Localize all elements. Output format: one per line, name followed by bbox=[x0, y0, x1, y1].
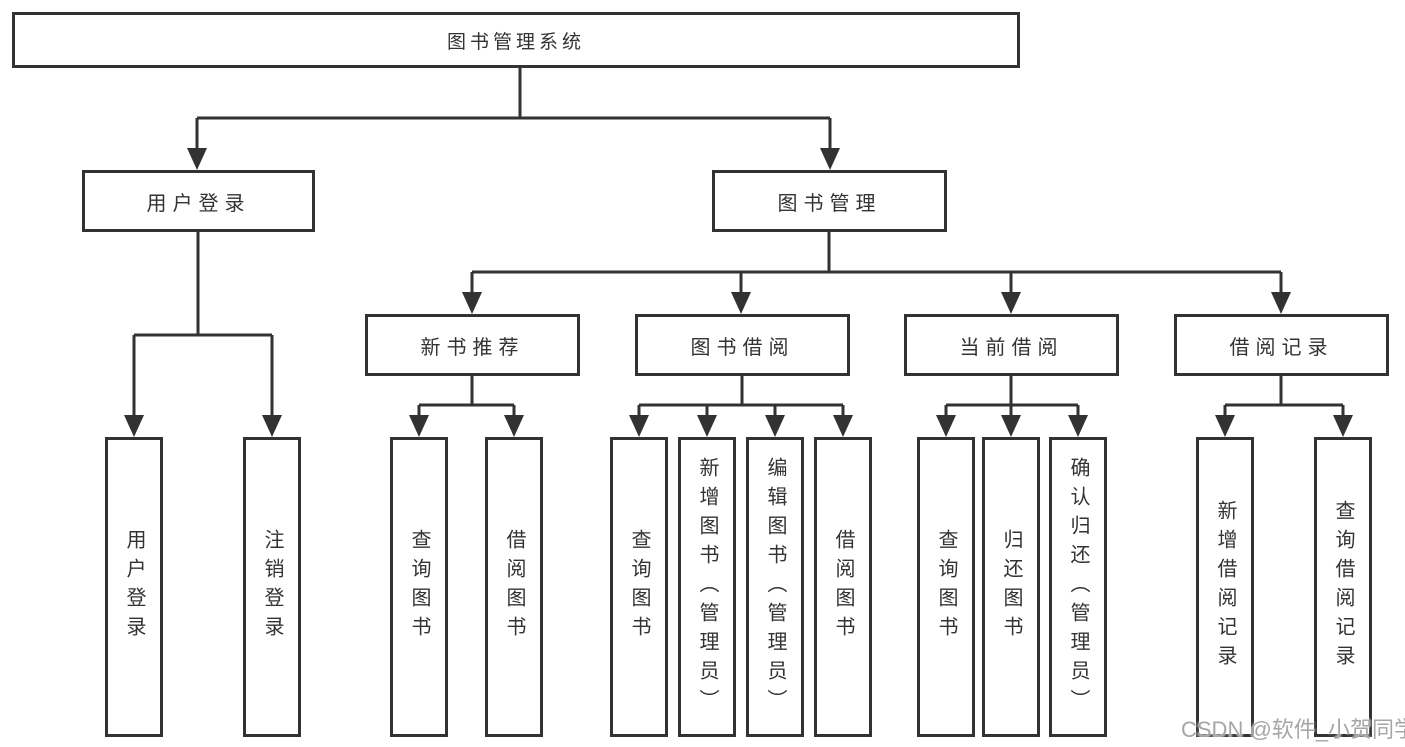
leaf-user-login: 用户登录 bbox=[105, 437, 163, 737]
node-current-borrowing: 当前借阅 bbox=[904, 314, 1119, 376]
watermark: CSDN @软件_小贺同学 bbox=[1181, 717, 1405, 742]
leaf-add-books-admin-label: 新增图书（管理员） bbox=[696, 456, 718, 718]
leaf-borrow-books-recommend-label: 借阅图书 bbox=[503, 529, 525, 645]
leaf-borrow-books-borrowing: 借阅图书 bbox=[814, 437, 872, 737]
leaf-add-borrow-record-label: 新增借阅记录 bbox=[1214, 500, 1236, 674]
leaf-return-books-label: 归还图书 bbox=[1000, 529, 1022, 645]
connector-arrowheads bbox=[124, 148, 1353, 437]
leaf-query-books-recommend-label: 查询图书 bbox=[408, 529, 430, 645]
leaf-confirm-return-admin: 确认归还（管理员） bbox=[1049, 437, 1107, 737]
node-library-system: 图书管理系统 bbox=[12, 12, 1020, 68]
node-new-book-recommendation: 新书推荐 bbox=[365, 314, 580, 376]
node-borrowing-records: 借阅记录 bbox=[1174, 314, 1389, 376]
node-user-login: 用户登录 bbox=[82, 170, 315, 232]
leaf-confirm-return-admin-label: 确认归还（管理员） bbox=[1067, 456, 1089, 718]
leaf-query-books-borrowing: 查询图书 bbox=[610, 437, 668, 737]
leaf-query-books-current: 查询图书 bbox=[917, 437, 975, 737]
node-book-borrowing: 图书借阅 bbox=[635, 314, 850, 376]
leaf-logout-login-label: 注销登录 bbox=[261, 529, 283, 645]
leaf-query-books-borrowing-label: 查询图书 bbox=[628, 529, 650, 645]
leaf-add-books-admin: 新增图书（管理员） bbox=[678, 437, 736, 737]
leaf-query-borrow-record-label: 查询借阅记录 bbox=[1332, 500, 1354, 674]
leaf-return-books: 归还图书 bbox=[982, 437, 1040, 737]
leaf-query-borrow-record: 查询借阅记录 bbox=[1314, 437, 1372, 737]
leaf-borrow-books-recommend: 借阅图书 bbox=[485, 437, 543, 737]
leaf-add-borrow-record: 新增借阅记录 bbox=[1196, 437, 1254, 737]
leaf-edit-books-admin-label: 编辑图书（管理员） bbox=[764, 456, 786, 718]
connector-lines bbox=[132, 68, 1345, 417]
leaf-user-login-label: 用户登录 bbox=[123, 529, 145, 645]
leaf-borrow-books-borrowing-label: 借阅图书 bbox=[832, 529, 854, 645]
leaf-logout-login: 注销登录 bbox=[243, 437, 301, 737]
leaf-query-books-recommend: 查询图书 bbox=[390, 437, 448, 737]
leaf-edit-books-admin: 编辑图书（管理员） bbox=[746, 437, 804, 737]
node-book-management: 图书管理 bbox=[712, 170, 947, 232]
leaf-query-books-current-label: 查询图书 bbox=[935, 529, 957, 645]
